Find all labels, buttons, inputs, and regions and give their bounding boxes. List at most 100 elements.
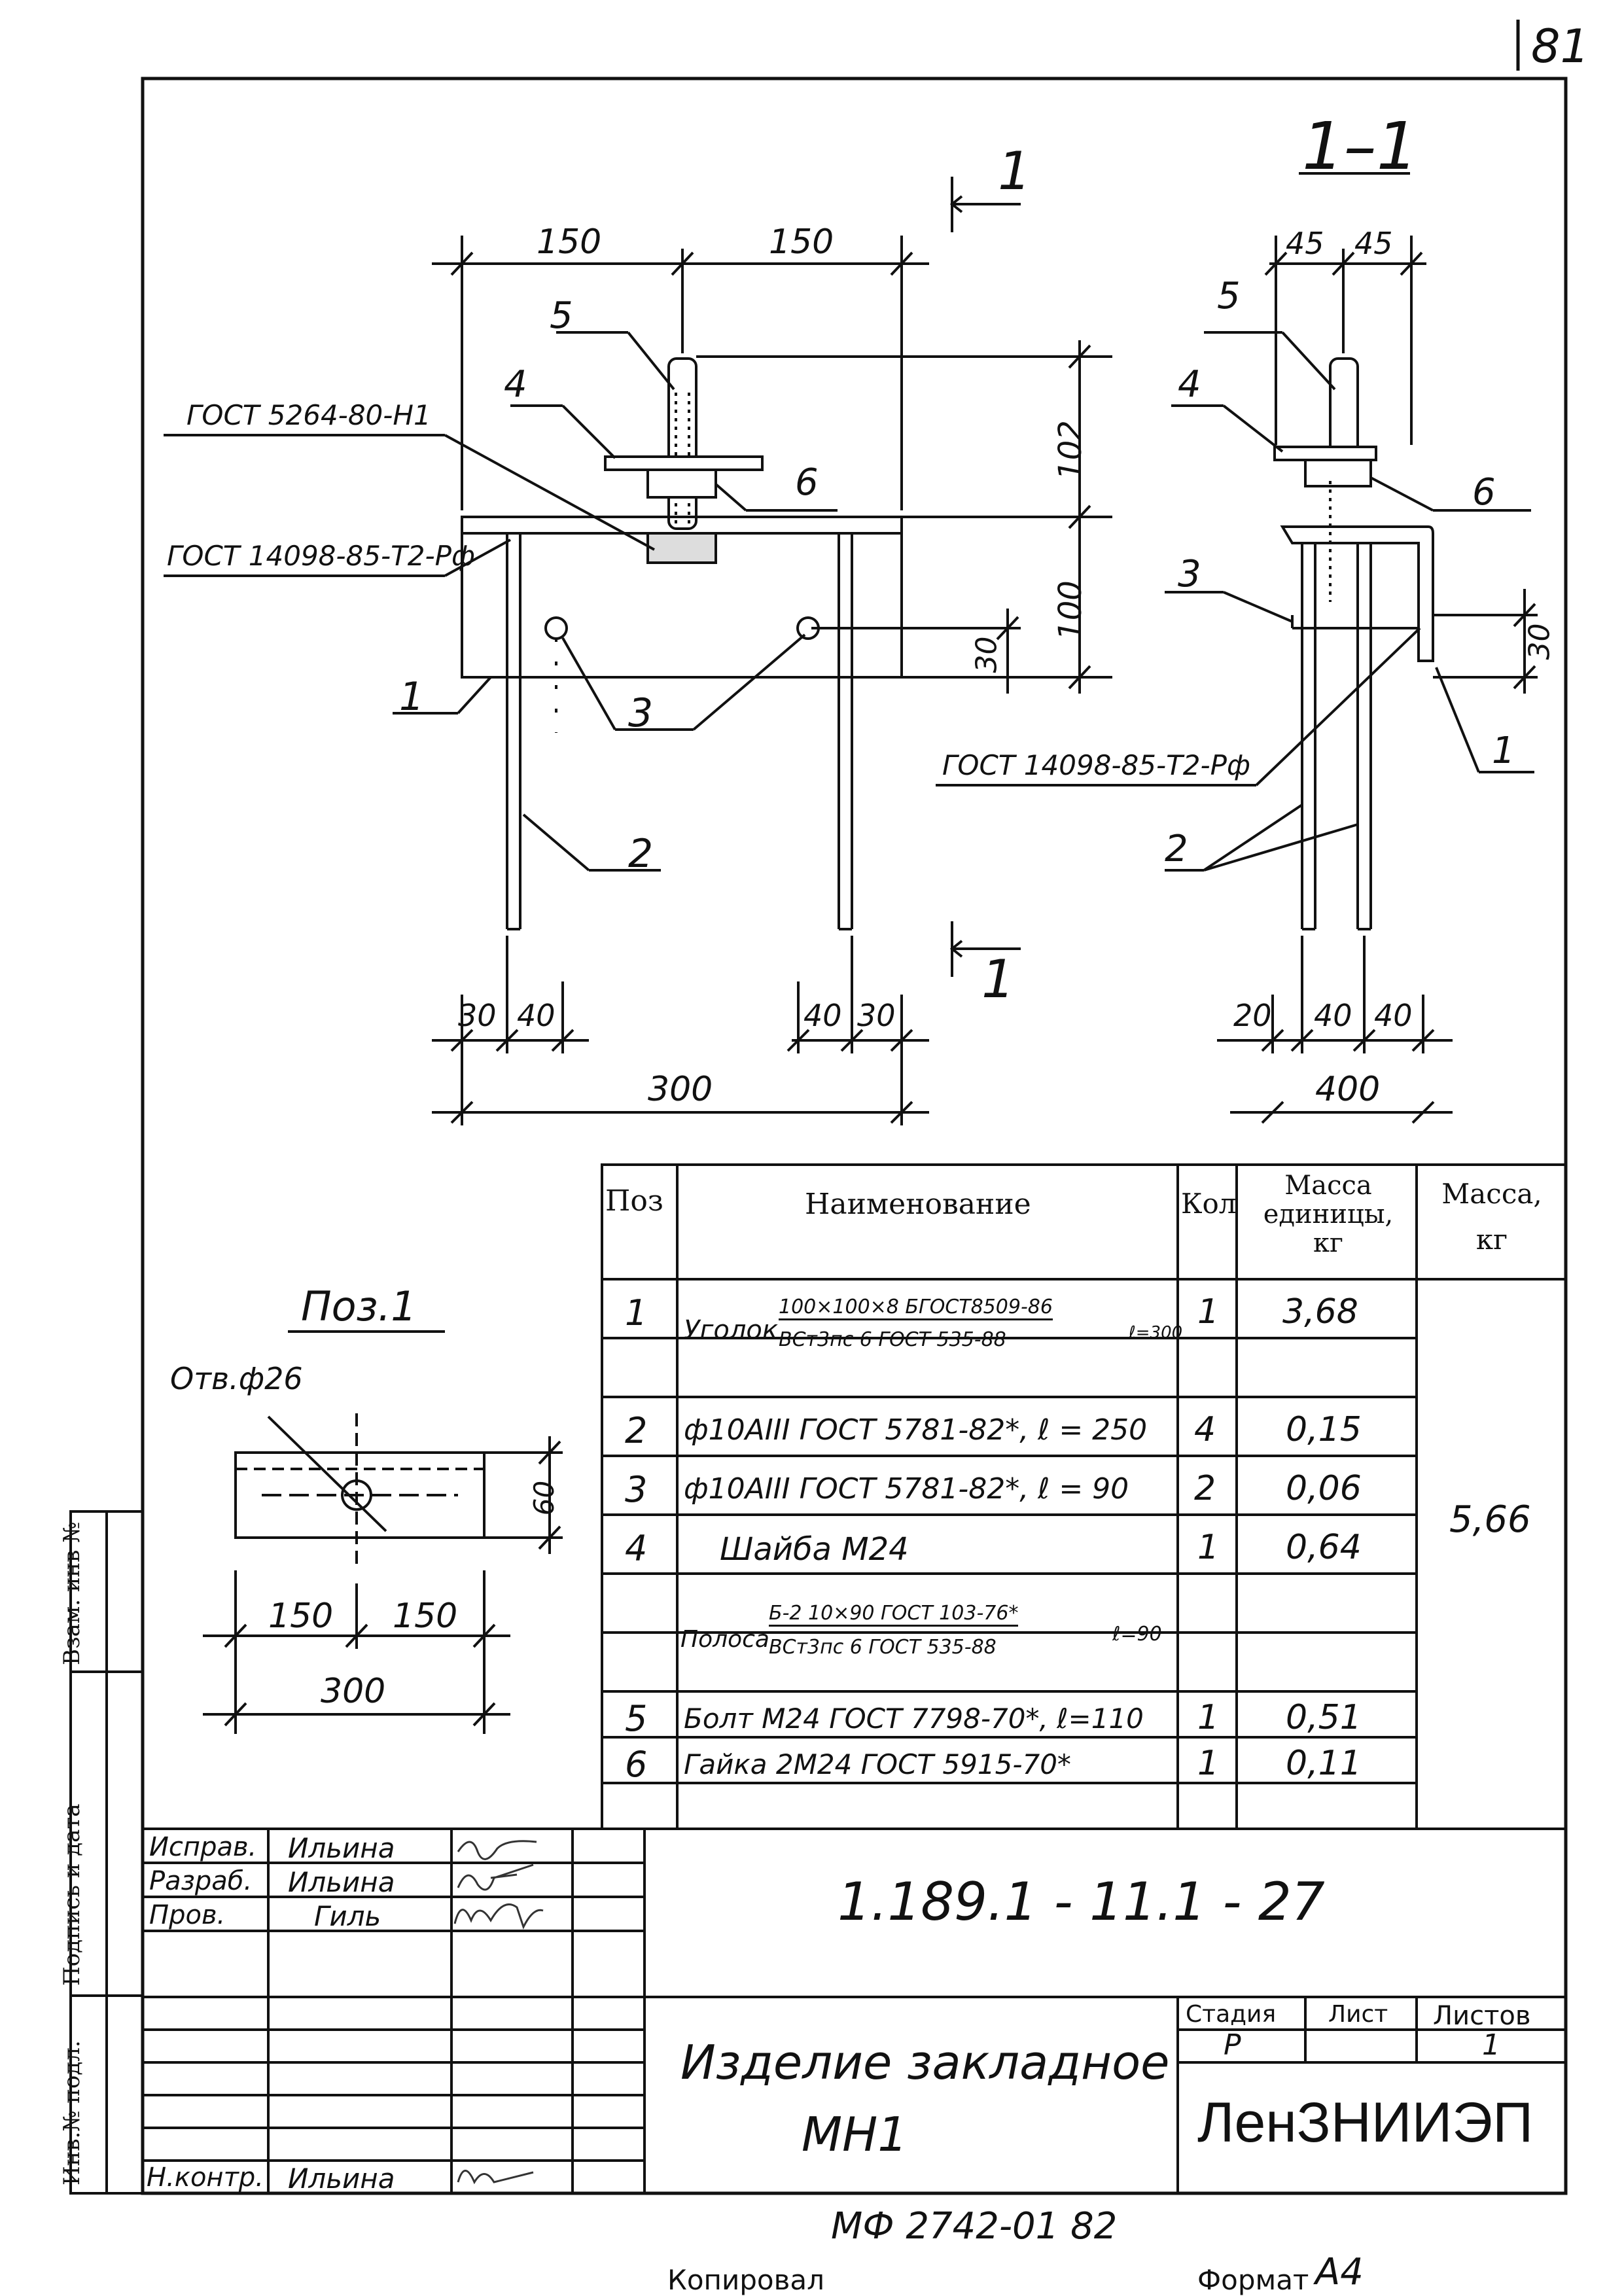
row5-name-top: Б-2 10×90 ГОСТ 103-76* <box>769 1602 1019 1627</box>
row3-name: ф10АIII ГОСТ 5781-82*, ℓ = 90 <box>684 1472 1129 1506</box>
front-dim-100: 100 <box>1051 580 1089 641</box>
front-dim-30-bl: 30 <box>458 998 497 1033</box>
front-dim-30: 30 <box>970 636 1004 673</box>
stamp-inv-podl: Инв.№ подл. <box>59 2040 85 2185</box>
side-dim-45-right: 45 <box>1354 226 1393 261</box>
row4-pos: 4 <box>625 1528 648 1569</box>
side-callout-6: 6 <box>1472 471 1496 514</box>
sheet-header: Лист <box>1328 2001 1388 2028</box>
callout-1: 1 <box>399 674 425 720</box>
side-callout-1: 1 <box>1492 730 1515 772</box>
callout-3: 3 <box>628 690 654 736</box>
row1-name-tail: ℓ=300 <box>1129 1323 1183 1343</box>
th-mass-unit-1: Масса <box>1284 1171 1372 1201</box>
side-dim-40-b: 40 <box>1374 998 1413 1033</box>
archive-number: МФ 2742-01 82 <box>831 2205 1118 2248</box>
side-dim-40-a: 40 <box>1314 998 1352 1033</box>
item-title-1: Изделие закладное <box>680 2035 1170 2090</box>
th-qty: Кол <box>1181 1188 1237 1220</box>
callout-2: 2 <box>628 831 654 877</box>
row6-qty: 1 <box>1197 1698 1220 1737</box>
front-dim-150-left: 150 <box>537 222 602 262</box>
side-callout-5: 5 <box>1217 275 1241 317</box>
stamp-podpis: Подпись и дата <box>59 1803 85 1987</box>
row2-name: ф10АIII ГОСТ 5781-82*, ℓ = 250 <box>684 1413 1148 1447</box>
detail-lines <box>203 1330 563 1734</box>
th-pos: Поз <box>605 1184 663 1218</box>
doc-number: 1.189.1 - 11.1 - 27 <box>838 1871 1325 1932</box>
row7-qty: 1 <box>1197 1744 1220 1783</box>
front-dim-30-br: 30 <box>857 998 896 1033</box>
row1-name-a: Уголок <box>684 1315 779 1345</box>
side-dim-45-left: 45 <box>1286 226 1324 261</box>
row7-mass: 0,11 <box>1286 1744 1362 1783</box>
th-name: Наименование <box>805 1188 1031 1221</box>
row3-pos: 3 <box>625 1469 648 1510</box>
side-callout-2: 2 <box>1165 828 1188 870</box>
sheet-corner-number: 81 <box>1531 20 1590 73</box>
format-label: Формат <box>1197 2264 1309 2296</box>
tb-name-2: Ильина <box>288 1866 395 1898</box>
section-label: 1–1 <box>1302 108 1419 185</box>
row6-name: Болт М24 ГОСТ 7798-70*, ℓ=110 <box>684 1703 1144 1735</box>
callout-4: 4 <box>504 363 527 406</box>
row1-mass: 3,68 <box>1282 1292 1358 1332</box>
sheets-header: Листов <box>1433 2001 1531 2031</box>
tb-role-3: Пров. <box>149 1900 226 1930</box>
row2-mass: 0,15 <box>1286 1410 1362 1449</box>
section-marker-top: 1 <box>998 141 1031 202</box>
detail-dim-300: 300 <box>321 1672 386 1711</box>
row5-name-a: Полоса <box>680 1626 769 1653</box>
front-view-lines <box>164 172 1410 1125</box>
side-callout-3: 3 <box>1178 553 1201 595</box>
title-block-lines <box>69 1510 1566 2195</box>
side-callout-4: 4 <box>1178 363 1201 406</box>
row6-pos: 5 <box>625 1698 648 1739</box>
side-dim-20: 20 <box>1233 998 1272 1033</box>
th-mass-total: Масса, кг <box>1420 1171 1564 1263</box>
stamp-vzam: Взам. инв № <box>59 1521 85 1665</box>
callout-5: 5 <box>550 294 573 337</box>
spec-table-lines <box>601 1163 1567 1830</box>
front-dim-300: 300 <box>648 1070 713 1109</box>
row7-name: Гайка 2М24 ГОСТ 5915-70* <box>684 1748 1071 1780</box>
item-title-2: МН1 <box>802 2107 908 2162</box>
th-mass-unit-2: единицы, <box>1263 1199 1394 1229</box>
tb-role-1: Исправ. <box>149 1832 257 1862</box>
side-view-lines <box>936 236 1538 1124</box>
detail-title: Поз.1 <box>301 1282 417 1330</box>
callout-6: 6 <box>795 461 819 504</box>
side-weld-note: ГОСТ 14098-85-Т2-Рф <box>942 749 1250 781</box>
tb-name-1: Ильина <box>288 1832 395 1864</box>
row5-name-bot: ВСт3пс 6 ГОСТ 535-88 <box>769 1636 997 1659</box>
front-dim-102: 102 <box>1051 420 1089 480</box>
th-mass-unit: Масса единицы, кг <box>1240 1171 1417 1258</box>
detail-dim-150-left: 150 <box>268 1597 334 1636</box>
format-value: А4 <box>1315 2251 1364 2293</box>
signatures <box>453 1840 544 2185</box>
tb-role-2: Разраб. <box>149 1866 253 1896</box>
th-mass-unit-3: кг <box>1313 1228 1343 1258</box>
row1-name-bot: ВСт3пс 6 ГОСТ 535-88 <box>779 1328 1006 1351</box>
sheets-value: 1 <box>1482 2028 1500 2062</box>
front-dim-150-right: 150 <box>769 222 834 262</box>
copied-label: Копировал <box>667 2264 824 2296</box>
th-mass-total-2: кг <box>1475 1224 1508 1256</box>
detail-dim-60: 60 <box>528 1480 561 1516</box>
row3-qty: 2 <box>1194 1469 1216 1508</box>
front-dim-40-bl: 40 <box>517 998 556 1033</box>
tb-name-3: Гиль <box>314 1900 381 1932</box>
row1-qty: 1 <box>1197 1292 1220 1332</box>
weld-note-top: ГОСТ 5264-80-Н1 <box>186 399 431 431</box>
detail-hole-note: Отв.ф26 <box>170 1361 303 1396</box>
tb-name-7: Ильина <box>288 2163 395 2195</box>
weld-note-left: ГОСТ 14098-85-Т2-Рф <box>167 540 475 572</box>
section-marker-bottom: 1 <box>981 949 1015 1010</box>
row4-qty: 1 <box>1197 1528 1220 1567</box>
row4-mass: 0,64 <box>1286 1528 1362 1567</box>
row4-name: Шайба М24 <box>720 1531 909 1568</box>
stage-header: Стадия <box>1186 2001 1277 2028</box>
row1-pos: 1 <box>625 1292 648 1333</box>
row3-mass: 0,06 <box>1286 1469 1362 1508</box>
